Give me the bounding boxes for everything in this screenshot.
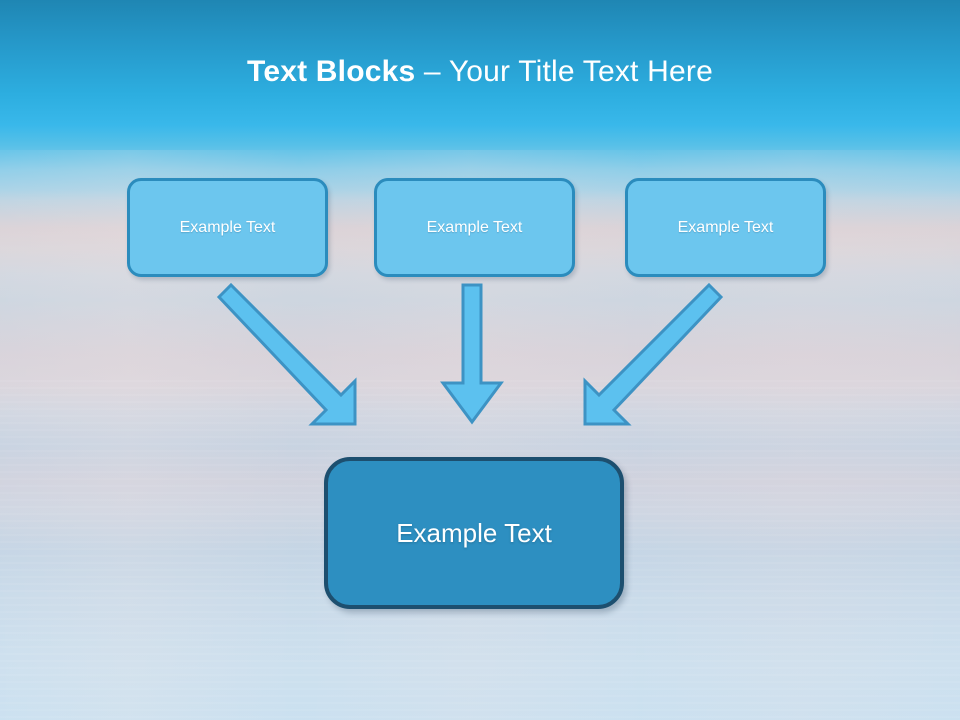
- text-block-1-label: Example Text: [179, 218, 276, 236]
- slide-title: Text Blocks – Your Title Text Here: [0, 52, 960, 92]
- text-block-2[interactable]: Example Text: [374, 178, 575, 277]
- text-block-2-label: Example Text: [426, 218, 523, 236]
- summary-text-block-label: Example Text: [396, 518, 552, 548]
- text-block-3-label: Example Text: [677, 218, 774, 236]
- text-block-3[interactable]: Example Text: [625, 178, 826, 277]
- text-block-1[interactable]: Example Text: [127, 178, 328, 277]
- summary-text-block[interactable]: Example Text: [324, 457, 624, 609]
- title-separator: –: [415, 55, 449, 88]
- title-regular-part: Your Title Text Here: [448, 55, 713, 88]
- title-bold-part: Text Blocks: [247, 55, 416, 88]
- arrow-down-icon: [440, 283, 504, 425]
- arrow-down-left-icon: [583, 282, 724, 426]
- arrow-down-right-icon: [216, 282, 357, 426]
